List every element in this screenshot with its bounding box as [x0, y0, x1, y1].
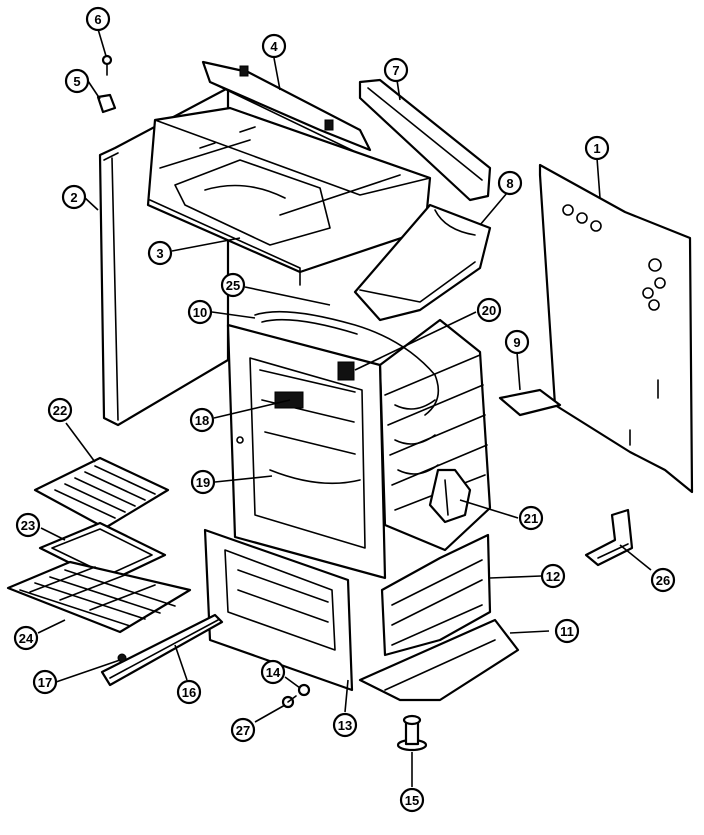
part-oven-rack	[6, 560, 192, 634]
part-top-rear-bracket	[201, 60, 372, 156]
callout-11: 11	[554, 618, 580, 644]
callout-label: 14	[266, 665, 281, 680]
callout-15: 15	[399, 787, 425, 813]
callout-7: 7	[383, 57, 409, 83]
callout-label: 5	[73, 74, 80, 89]
callout-26: 26	[650, 567, 676, 593]
callout-label: 13	[338, 718, 352, 733]
callout-12: 12	[540, 563, 566, 589]
callout-13: 13	[332, 712, 358, 738]
part-rear-panel	[538, 163, 694, 494]
callout-22: 22	[47, 397, 73, 423]
callout-label: 4	[270, 39, 278, 54]
callout-label: 16	[182, 685, 196, 700]
callout-4: 4	[261, 33, 287, 59]
callout-label: 26	[656, 573, 670, 588]
callout-label: 17	[38, 675, 52, 690]
callout-label: 7	[392, 63, 399, 78]
callout-label: 10	[193, 305, 207, 320]
callout-label: 3	[156, 246, 163, 261]
callout-label: 25	[226, 278, 240, 293]
part-broiler-side	[380, 533, 492, 657]
callout-17: 17	[32, 669, 58, 695]
callout-label: 8	[506, 176, 513, 191]
part-clip	[96, 93, 117, 114]
part-leveling-leg	[396, 714, 428, 752]
part-base-frame	[358, 618, 520, 702]
callout-14: 14	[260, 659, 286, 685]
callout-16: 16	[176, 679, 202, 705]
part-burner-box	[146, 106, 432, 286]
callout-2: 2	[61, 184, 87, 210]
callout-label: 1	[593, 141, 600, 156]
callout-18: 18	[189, 407, 215, 433]
callout-9: 9	[504, 329, 530, 355]
callout-label: 19	[196, 475, 210, 490]
callout-label: 27	[236, 723, 250, 738]
callout-21: 21	[518, 505, 544, 531]
callout-label: 23	[21, 518, 35, 533]
callout-5: 5	[64, 68, 90, 94]
callout-10: 10	[187, 299, 213, 325]
callout-label: 15	[405, 793, 419, 808]
callout-label: 11	[560, 624, 574, 639]
part-front-trim	[358, 78, 492, 202]
part-side-bracket	[428, 468, 472, 524]
leader-lines	[37, 28, 652, 787]
callout-label: 18	[195, 413, 209, 428]
callout-25: 25	[220, 272, 246, 298]
part-drawer-slide	[100, 613, 224, 687]
callout-label: 2	[70, 190, 77, 205]
callout-label: 22	[53, 403, 67, 418]
callout-27: 27	[230, 717, 256, 743]
part-corner-bracket	[584, 508, 634, 567]
callout-6: 6	[85, 6, 111, 32]
part-top-screw	[101, 54, 113, 76]
callout-label: 9	[513, 335, 520, 350]
part-oven-cavity	[378, 318, 492, 552]
callout-label: 6	[94, 12, 101, 27]
callout-20: 20	[476, 297, 502, 323]
part-drawer-front	[203, 528, 354, 692]
part-bake-element	[254, 310, 440, 416]
callout-label: 12	[546, 569, 560, 584]
callout-label: 21	[524, 511, 538, 526]
callout-19: 19	[190, 469, 216, 495]
callout-23: 23	[15, 512, 41, 538]
callout-24: 24	[13, 625, 39, 651]
callout-8: 8	[497, 170, 523, 196]
part-broiler-pan	[33, 456, 170, 530]
callout-1: 1	[584, 135, 610, 161]
callout-3: 3	[147, 240, 173, 266]
part-oven-front-frame	[226, 323, 387, 580]
callout-label: 24	[19, 631, 34, 646]
callout-label: 20	[482, 303, 496, 318]
part-screws	[281, 683, 311, 709]
part-vent-duct	[353, 203, 492, 322]
part-small-plate	[498, 388, 562, 417]
